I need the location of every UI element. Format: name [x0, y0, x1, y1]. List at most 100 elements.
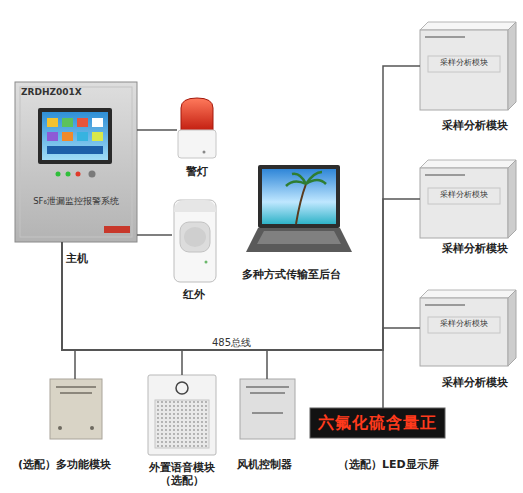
module-top [420, 290, 516, 298]
touch-screen [42, 112, 108, 160]
module-nameplate [60, 392, 92, 394]
node-caption: （选配）LED显示屏 [338, 458, 468, 471]
module-side [508, 290, 516, 366]
status-led [56, 172, 61, 177]
status-led [66, 172, 71, 177]
detector-lens-frame [180, 222, 210, 252]
module-front [420, 30, 508, 110]
host-unit: ZRDHZ001XSF₆泄漏监控报警系统主机 [15, 82, 137, 242]
module-nameplate [425, 174, 465, 176]
bus-wire [62, 242, 182, 375]
node-text: 采样分析模块 [428, 58, 500, 68]
infrared-detector [174, 200, 216, 282]
screen-icon [77, 132, 88, 141]
fan-controller [240, 379, 295, 439]
module-top [420, 160, 516, 168]
screen-icon [77, 118, 88, 127]
infrared-detector: 红外 [172, 198, 217, 283]
module-nameplate [425, 304, 465, 306]
palm-trunk [296, 184, 306, 224]
node-text: 风机控制器 [237, 458, 317, 471]
status-led [76, 172, 81, 177]
bus-label: 485总线 [212, 336, 251, 350]
screen-bar [47, 146, 103, 154]
controller-nameplate [252, 412, 283, 414]
module-terminal [90, 426, 94, 430]
detector-led [205, 261, 208, 264]
bus-wire [62, 199, 420, 350]
laptop-screen [262, 169, 336, 224]
alarm-dot [203, 151, 206, 154]
alarm-dome [181, 98, 213, 132]
sampling-module [420, 22, 516, 110]
bus-wire [62, 242, 267, 379]
speaker-grille [155, 400, 209, 448]
module-nameplate [56, 386, 96, 388]
controller-body [240, 379, 295, 439]
voice-module: 外置语音模块 （选配） [148, 375, 216, 455]
node-caption: 采样分析模块 [442, 242, 523, 255]
speaker-logo [176, 382, 188, 394]
controller-nameplate [250, 392, 285, 394]
module-front [420, 168, 508, 238]
laptop-keyboard [257, 231, 341, 244]
screen-icon [62, 118, 73, 127]
alarm-base [178, 130, 216, 158]
node-caption: 采样分析模块 [442, 376, 523, 389]
laptop [246, 165, 352, 252]
laptop-lid [258, 165, 340, 228]
laptop-base [246, 228, 352, 252]
status-button [89, 171, 96, 178]
bus-wire [137, 129, 177, 131]
controller-nameplate [246, 386, 289, 388]
screen-frame [38, 108, 112, 164]
brand-logo [104, 226, 130, 233]
node-text: 警灯 [172, 165, 222, 178]
multifunction-module [50, 379, 102, 439]
node-text: 外置语音模块 （选配） [142, 461, 222, 487]
module-side [508, 22, 516, 110]
sampling-module [420, 160, 516, 238]
sampling-module: 采样分析模块采样分析模块 [420, 22, 516, 110]
laptop-backend: 多种方式传输至后台 [248, 162, 352, 254]
detector-cap [174, 200, 216, 212]
node-caption: SF₆泄漏监控报警系统 [15, 196, 137, 206]
detector-body [174, 200, 216, 282]
sampling-module: 采样分析模块采样分析模块 [420, 290, 516, 366]
speaker-body [148, 375, 216, 455]
module-terminal [58, 426, 62, 430]
led-panel [310, 408, 445, 438]
node-caption: 主机 [66, 252, 106, 265]
module-body [50, 379, 102, 439]
node-text: 六氟化硫含量正 [310, 413, 445, 432]
bus-wire [137, 234, 172, 236]
cabinet-body [15, 82, 137, 242]
module-front [420, 298, 508, 366]
screen-icon [92, 132, 103, 141]
sampling-module: 采样分析模块采样分析模块 [420, 160, 516, 238]
module-nameplate [425, 36, 465, 38]
bus-wire [62, 242, 420, 350]
screen-icon [62, 132, 73, 141]
host-cabinet [15, 82, 137, 242]
node-text: 采样分析模块 [428, 190, 500, 200]
screen-icon [92, 118, 103, 127]
alarm-light [178, 98, 216, 158]
node-text: (选配）多功能模块 [18, 458, 148, 471]
bus-wire [62, 242, 383, 408]
node-text: ZRDHZ001X [21, 87, 111, 98]
led-display [310, 408, 445, 438]
screen-icon [47, 132, 58, 141]
detector-lens [184, 227, 206, 247]
sampling-module [420, 290, 516, 366]
node-text: 多种方式传输至后台 [242, 268, 372, 281]
bus-wire [62, 66, 420, 350]
module-label-frame [428, 56, 500, 72]
fan-controller: 风机控制器 [240, 379, 295, 439]
module-top [420, 22, 516, 30]
module-side [508, 160, 516, 238]
module-label-frame [428, 188, 500, 204]
led-display: 六氟化硫含量正（选配）LED显示屏 [310, 408, 445, 438]
cabinet-bezel [20, 87, 132, 237]
